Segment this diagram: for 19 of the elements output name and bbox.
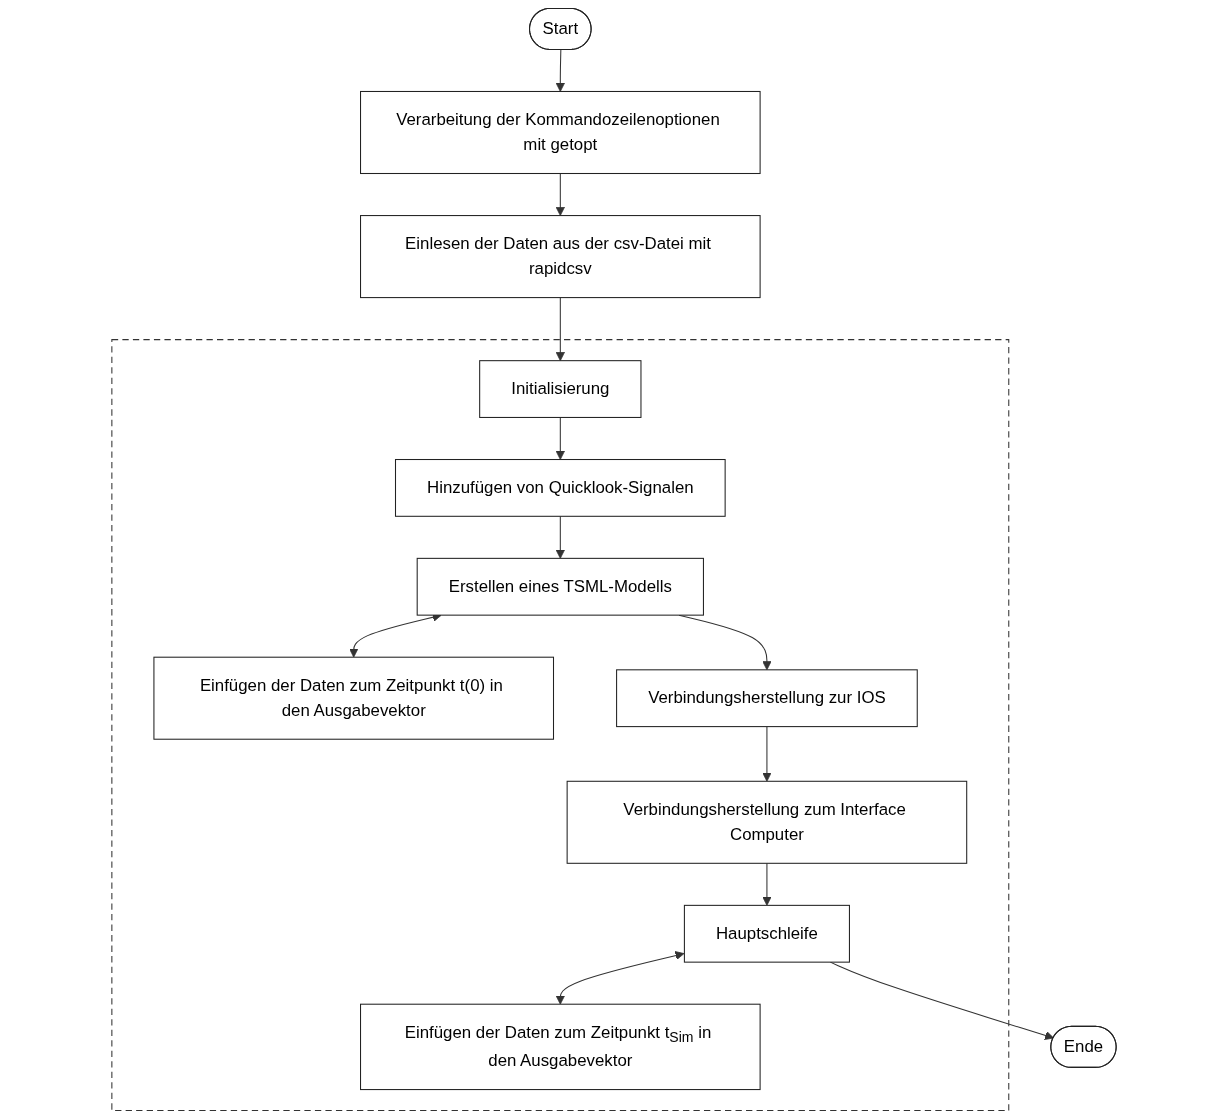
- node-box: Hinzufügen von Quicklook-Signalen: [394, 459, 726, 517]
- arrow: [555, 515, 565, 559]
- node-box: Verarbeitung der Kommandozeilenoptionen mit getopt: [360, 90, 761, 175]
- arrow: [555, 49, 565, 92]
- arrow: [762, 862, 772, 906]
- node-box: Verbindungsherstellung zur IOS: [616, 669, 918, 728]
- arrow: [555, 416, 565, 460]
- node-box: Einfügen der Daten zum Zeitpunkt t$_{Sim}$ in den Ausgabevektor: [360, 1003, 761, 1091]
- arrow: [762, 726, 772, 782]
- cluster: [111, 339, 1010, 1112]
- node-box: Initialisierung: [479, 360, 642, 418]
- arrow: [555, 172, 565, 216]
- node-box: Verbindungsherstellung zum Interface Computer: [566, 780, 968, 864]
- arrow: [555, 297, 565, 362]
- arrow: [555, 951, 685, 1005]
- node-box: Einfügen der Daten zum Zeitpunkt t(0) in den Ausgabevektor: [153, 656, 555, 740]
- node-box: Hauptschleife: [683, 904, 850, 963]
- node-box: Einlesen der Daten aus der csv-Datei mit rapidcsv: [360, 215, 761, 299]
- node-box: Erstellen eines TSML-Modells: [416, 557, 704, 616]
